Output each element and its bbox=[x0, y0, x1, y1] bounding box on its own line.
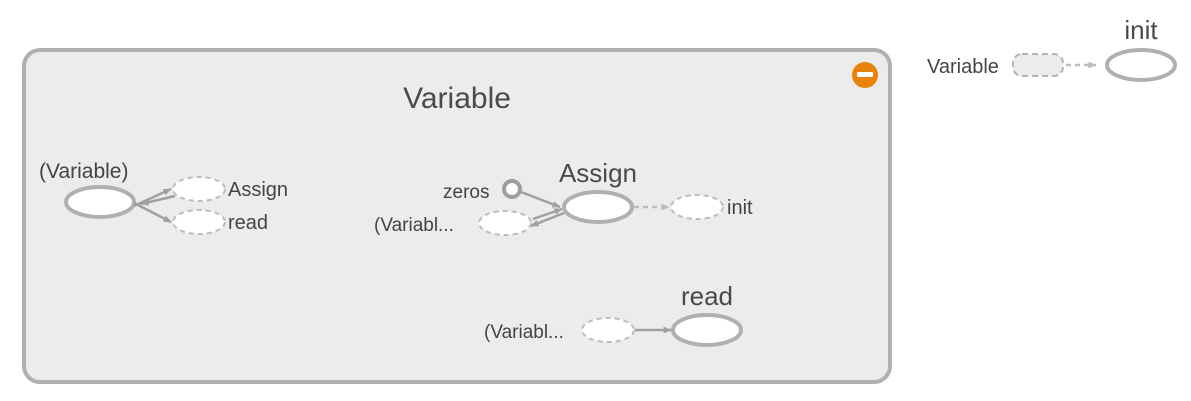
assign-cluster: Assign zeros (Variabl... init bbox=[374, 158, 753, 236]
collapsed-init-title: init bbox=[1124, 15, 1158, 45]
node-assign-stub[interactable] bbox=[172, 176, 226, 202]
node-init-stub[interactable] bbox=[670, 194, 724, 220]
node-assign-stub-label: Assign bbox=[228, 179, 288, 201]
collapsed-group-variable: Variable init bbox=[927, 15, 1177, 82]
group-title: Variable bbox=[403, 82, 511, 115]
read-cluster: read (Variabl... bbox=[484, 281, 743, 347]
node-init-stub-label: init bbox=[727, 197, 753, 219]
edge-variable-ref-to-assign bbox=[532, 207, 563, 221]
node-read-stub-label: read bbox=[228, 212, 268, 234]
assign-cluster-title: Assign bbox=[559, 158, 637, 188]
node-variable-ref-assign[interactable] bbox=[478, 210, 532, 236]
edge-variable-to-read bbox=[133, 201, 172, 224]
expanded-group-variable[interactable]: Variable (Variable) Assign read bbox=[22, 48, 892, 384]
read-cluster-title: read bbox=[681, 281, 733, 311]
zeros-label: zeros bbox=[443, 182, 489, 203]
edge-zeros-to-assign bbox=[520, 190, 561, 209]
node-variable-source[interactable] bbox=[64, 185, 136, 219]
node-variable-ref-read[interactable] bbox=[581, 317, 635, 343]
group-container-box[interactable] bbox=[22, 48, 892, 384]
node-read-stub[interactable] bbox=[172, 209, 226, 235]
edge-assign-to-variable bbox=[140, 194, 176, 206]
node-zeros-const[interactable] bbox=[502, 179, 522, 199]
node-read-op[interactable] bbox=[671, 313, 743, 347]
collapsed-variable-label: Variable bbox=[927, 56, 999, 78]
node-init-op[interactable] bbox=[1105, 48, 1177, 82]
variable-ref-label-read: (Variabl... bbox=[484, 322, 564, 343]
node-assign-op[interactable] bbox=[562, 190, 634, 224]
minus-circle-icon[interactable] bbox=[852, 62, 878, 88]
variable-io-cluster: (Variable) Assign read bbox=[39, 160, 288, 235]
edge-variable-to-assign bbox=[133, 187, 172, 208]
variable-source-label: (Variable) bbox=[39, 160, 128, 183]
edge-assign-to-variable-ref bbox=[530, 211, 565, 228]
variable-ref-label-assign: (Variabl... bbox=[374, 215, 454, 236]
node-variable-collapsed[interactable] bbox=[1012, 53, 1064, 77]
